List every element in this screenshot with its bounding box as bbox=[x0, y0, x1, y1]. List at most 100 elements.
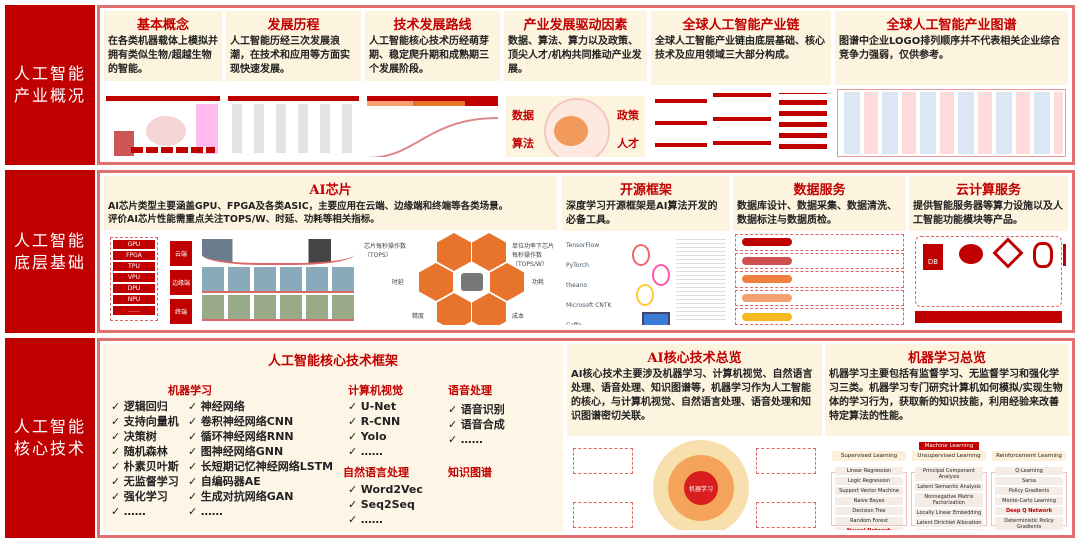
factor: 算法 bbox=[512, 137, 534, 150]
chip-tier: 终端 bbox=[170, 299, 192, 324]
chip-type: VPU bbox=[113, 273, 155, 282]
tech-item: …… bbox=[348, 512, 423, 527]
tech-item: 循环神经网络RNN bbox=[188, 429, 333, 444]
roadmap-s-curve bbox=[367, 117, 498, 157]
card-desc: AI芯片类型主要涵盖GPU、FPGA及各类ASIC，主要应用在云端、边缘端和终端… bbox=[108, 201, 509, 212]
card-title: 云计算服务 bbox=[955, 183, 1021, 198]
tech-item: 朴素贝叶斯 bbox=[111, 459, 179, 474]
card-core-framework: 人工智能核心技术框架 机器学习 逻辑回归支持向量机决策树随机森林朴素贝叶斯无监督… bbox=[103, 344, 563, 532]
ml-algorithm: Principal Component Analysis bbox=[915, 467, 983, 481]
card-title: 基本概念 bbox=[136, 18, 189, 33]
card-desc: 人工智能历经三次发展浪潮，在技术和应用等方面实现快速发展。 bbox=[230, 36, 350, 75]
label-line: 产业概况 bbox=[13, 86, 86, 105]
card-title: 数据服务 bbox=[793, 183, 846, 198]
framework-name: Caffe bbox=[566, 316, 626, 325]
framework-name: theano bbox=[566, 282, 587, 289]
ml-algorithm: Neural Network bbox=[835, 527, 903, 530]
card-desc: 评价AI芯片性能需重点关注TOPS/W、时延、功耗等相关指标。 bbox=[108, 214, 380, 225]
card-title: 技术发展路线 bbox=[393, 18, 472, 33]
card-title: AI核心技术总览 bbox=[647, 351, 742, 366]
card-desc: 深度学习开源框架是AI算法开发的必备工具。 bbox=[566, 201, 718, 226]
card-desc: AI核心技术主要涉及机器学习、计算机视觉、自然语言处理、语音处理、知识图谱等，机… bbox=[571, 369, 813, 422]
chip-tier: 边缘端 bbox=[170, 270, 192, 295]
kg-heading: 知识图谱 bbox=[448, 466, 492, 479]
tech-item: 逻辑回归 bbox=[111, 399, 179, 414]
chip-type: …… bbox=[113, 306, 155, 315]
card-history: 发展历程人工智能历经三次发展浪潮，在技术和应用等方面实现快速发展。 bbox=[226, 11, 361, 159]
lightbulb-icon bbox=[652, 264, 670, 286]
tech-item: Word2Vec bbox=[348, 482, 423, 497]
factor: 数据 bbox=[512, 109, 534, 122]
ml-algorithm: Cluster bbox=[915, 529, 983, 530]
factor: 人才 bbox=[617, 137, 639, 150]
ml-algorithm: Random Forest bbox=[835, 517, 903, 525]
ml-branch-title: Reinforcement Learning bbox=[992, 451, 1066, 461]
card-title: 机器学习总览 bbox=[907, 351, 986, 366]
card-data-service: 数据服务数据库设计、数据采集、数据清洗、数据标注与数据质检。 bbox=[733, 176, 906, 327]
metric-label: 时延 bbox=[392, 279, 405, 286]
tech-item: 决策树 bbox=[111, 429, 179, 444]
tech-item: …… bbox=[448, 432, 505, 447]
card-cloud-service: 云计算服务提供智能服务器等算力设施以及人工智能功能模块等产品。 DB bbox=[909, 176, 1068, 327]
card-drivers: 产业发展驱动因素数据、算法、算力以及政策、顶尖人才/机构共同推动产业发展。 数据… bbox=[504, 11, 647, 159]
tech-item: 卷积神经网络CNN bbox=[188, 414, 333, 429]
chip-icon bbox=[461, 273, 483, 291]
tech-item: 语音合成 bbox=[448, 417, 505, 432]
ml-heading: 机器学习 bbox=[168, 384, 212, 397]
ml-list-1: 逻辑回归支持向量机决策树随机森林朴素贝叶斯无监督学习强化学习…… bbox=[111, 399, 179, 519]
section-core: 人工智能核心技术 人工智能核心技术框架 机器学习 逻辑回归支持向量机决策树随机森… bbox=[5, 338, 1075, 538]
speech-heading: 语音处理 bbox=[448, 384, 492, 397]
metric-label: 成本 bbox=[512, 313, 525, 320]
metric-label: 芯片每秒操作数（TOPS） bbox=[364, 243, 407, 259]
tech-item: 随机森林 bbox=[111, 444, 179, 459]
card-desc: 人工智能核心技术历经萌芽期、稳定爬升期和成熟期三个发展阶段。 bbox=[369, 36, 489, 75]
history-timeline bbox=[228, 96, 359, 157]
label-line: 核心技术 bbox=[13, 439, 86, 458]
cloud-products: DB bbox=[911, 234, 1066, 325]
terminal-devices-image bbox=[202, 295, 354, 321]
chip-type: FPGA bbox=[113, 251, 155, 260]
company-logo-map bbox=[837, 89, 1066, 157]
card-title: 开源框架 bbox=[619, 183, 672, 198]
metric-label: 精度 bbox=[412, 313, 425, 320]
tech-item: …… bbox=[111, 504, 179, 519]
core-panel: 人工智能核心技术框架 机器学习 逻辑回归支持向量机决策树随机森林朴素贝叶斯无监督… bbox=[97, 338, 1075, 538]
card-concept: 基本概念在各类机器载体上模拟并拥有类似生物/超越生物的智能。 bbox=[104, 11, 222, 159]
ml-algorithm: Naive Bayes bbox=[835, 497, 903, 505]
tech-item: Seq2Seq bbox=[348, 497, 423, 512]
card-title: 发展历程 bbox=[267, 18, 320, 33]
cloud-servers-image bbox=[202, 239, 354, 265]
card-desc: 提供智能服务器等算力设施以及人工智能功能模块等产品。 bbox=[913, 201, 1063, 226]
metric-label: 单位功率下芯片每秒操作数（TOPS/W） bbox=[512, 243, 555, 268]
ml-list-2: 神经网络卷积神经网络CNN循环神经网络RNN图神经网络GNN长短期记忆神经网络L… bbox=[188, 399, 333, 519]
ml-algorithm: Monte-Carlo Learning bbox=[995, 497, 1063, 505]
ml-algorithm: Support Vector Machine bbox=[835, 487, 903, 495]
tech-item: Yolo bbox=[348, 429, 400, 444]
tech-item: 图神经网络GNN bbox=[188, 444, 333, 459]
card-title: 全球人工智能产业图谱 bbox=[886, 18, 1017, 33]
framework-name: Microsoft CNTK bbox=[566, 302, 612, 309]
cloud-search-icon bbox=[959, 244, 983, 264]
card-desc: 机器学习主要包括有监督学习、无监督学习和强化学习三类。机器学习专门研究计算机如何… bbox=[829, 369, 1063, 422]
card-title: 全球人工智能产业链 bbox=[682, 18, 800, 33]
card-desc: 数据库设计、数据采集、数据清洗、数据标注与数据质检。 bbox=[737, 201, 897, 226]
tech-item: U-Net bbox=[348, 399, 400, 414]
database-icon bbox=[1033, 242, 1053, 268]
tech-item: …… bbox=[188, 504, 333, 519]
ml-algorithm: Locally Linear Embedding bbox=[915, 509, 983, 517]
ml-branch-title: Supervised Learning bbox=[832, 451, 906, 461]
card-landscape: 全球人工智能产业图谱图谱中企业LOGO排列顺序并不代表相关企业综合竞争力强弱，仅… bbox=[835, 11, 1068, 159]
card-desc: 数据、算法、算力以及政策、顶尖人才/机构共同推动产业发展。 bbox=[508, 36, 642, 75]
card-roadmap: 技术发展路线人工智能核心技术历经萌芽期、稳定爬升期和成熟期三个发展阶段。 bbox=[365, 11, 500, 159]
card-title: 人工智能核心技术框架 bbox=[267, 354, 398, 369]
card-title: AI芯片 bbox=[309, 183, 352, 198]
tech-item: 生成对抗网络GAN bbox=[188, 489, 333, 504]
ml-algorithm: Nonnegative Matrix Factorization bbox=[915, 493, 983, 507]
